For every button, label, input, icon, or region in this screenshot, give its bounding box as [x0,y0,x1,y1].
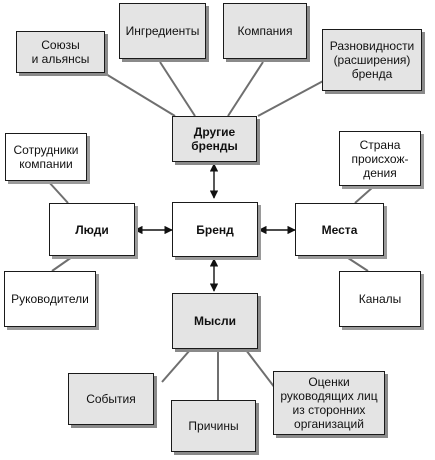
node-ingredients: Ингредиенты [119,3,206,59]
node-thoughts: Мысли [172,293,258,349]
line-assessments-thoughts [245,349,276,389]
line-country-places [354,186,374,204]
node-company: Компания [223,3,307,59]
node-reasons: Причины [171,400,256,452]
node-other-brands: Другие бренды [172,116,257,162]
node-channels: Каналы [339,271,421,327]
node-employees: Сотрудники компании [5,133,87,181]
node-places: Места [295,203,384,256]
node-unions: Союзы и альянсы [16,31,105,73]
line-channels-places [344,255,369,272]
line-events-thoughts [161,349,191,383]
node-brand-center: Бренд [172,202,258,257]
line-variants-other-brands [257,79,326,117]
node-managers: Руководители [4,271,96,327]
node-events: События [68,373,154,425]
line-unions-other-brands [95,67,176,117]
line-ingredients-other-brands [159,61,196,117]
line-managers-people [51,256,73,272]
node-brand-variants: Разновидности (расширения) бренда [322,29,422,91]
line-employees-people [47,180,69,204]
line-company-other-brands [227,61,264,117]
node-people: Люди [49,203,135,256]
node-country-of-origin: Страна происхож- дения [339,131,421,186]
node-third-party-assessments: Оценки руководящих лиц из сторонних орга… [273,371,385,435]
